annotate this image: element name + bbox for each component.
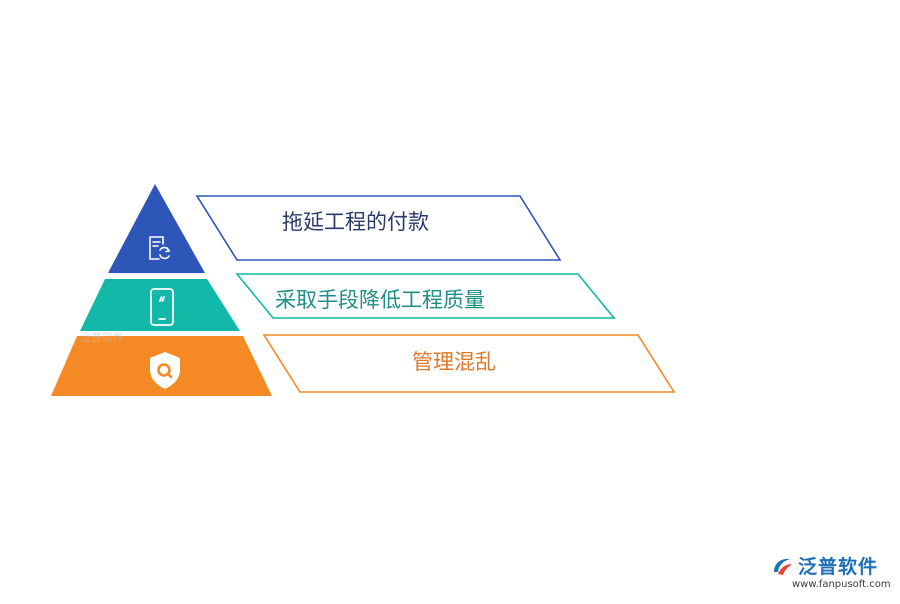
brand-url: www.fanpusoft.com <box>792 579 891 590</box>
label-box-top <box>195 195 562 261</box>
label-text-middle: 采取手段降低工程质量 <box>275 288 485 312</box>
tablet-icon <box>150 288 174 326</box>
brand-logo: 泛普软件 www.fanpusoft.com <box>770 552 895 592</box>
document-refresh-icon <box>149 236 171 260</box>
watermark: 泛普软件 <box>80 331 124 344</box>
label-text-top: 拖延工程的付款 <box>282 210 429 234</box>
pyramid-tier-middle <box>80 279 240 331</box>
label-text-bottom: 管理混乱 <box>412 350 496 374</box>
label-box-bottom <box>262 334 676 393</box>
pyramid-tier-top <box>108 184 205 273</box>
brand-name: 泛普软件 <box>798 556 879 578</box>
label-box-middle <box>235 273 616 319</box>
brand-mark-icon <box>774 558 792 575</box>
shield-q-icon <box>150 352 180 389</box>
